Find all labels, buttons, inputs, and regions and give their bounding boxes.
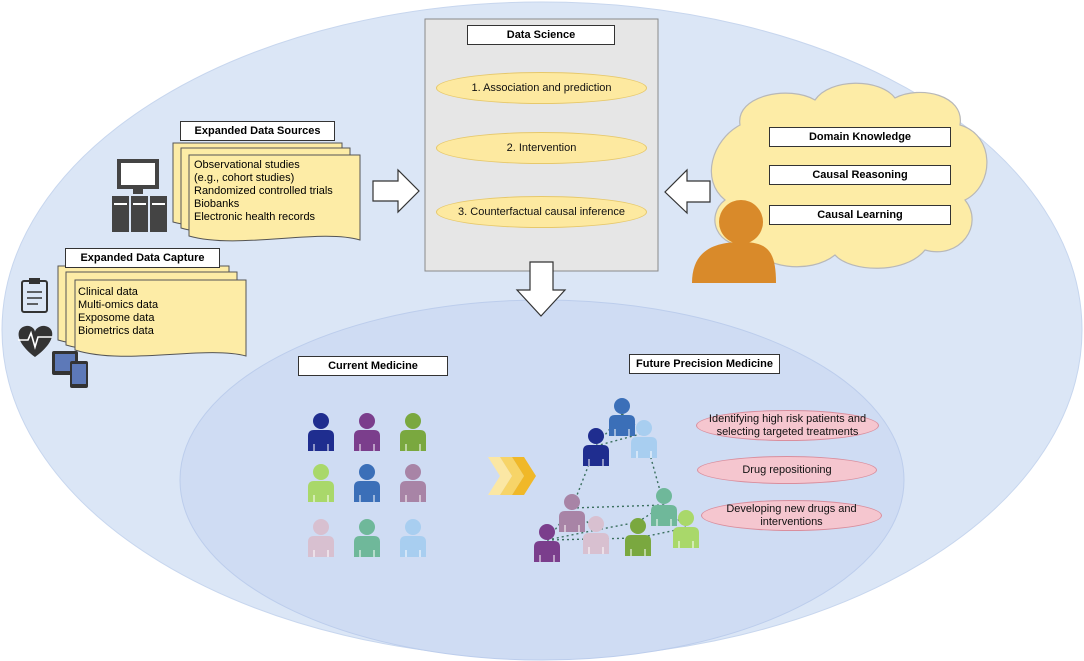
sources-line: Randomized controlled trials xyxy=(194,185,333,197)
people-layer xyxy=(308,398,699,562)
capture-document-stack xyxy=(57,265,247,357)
domain-knowledge-box: Domain Knowledge xyxy=(769,127,951,147)
future-patient-icon xyxy=(559,494,585,532)
current-patient-icon xyxy=(354,519,380,557)
person-icon xyxy=(692,200,776,283)
current-patient-icon xyxy=(308,464,334,502)
sources-document-stack xyxy=(172,142,361,242)
sources-title: Expanded Data Sources xyxy=(180,121,335,141)
capture-list: Clinical data Multi-omics data Exposome … xyxy=(78,286,238,338)
capture-title: Expanded Data Capture xyxy=(65,248,220,268)
current-patient-icon xyxy=(354,464,380,502)
capture-line: Clinical data xyxy=(78,286,138,298)
sources-line: Electronic health records xyxy=(194,211,316,223)
arrow-down-icon xyxy=(515,261,567,317)
data-science-item-counterfactual: 3. Counterfactual causal inference xyxy=(436,196,647,228)
capture-line: Multi-omics data xyxy=(78,299,159,311)
tablet-phone-icon xyxy=(52,351,88,388)
current-patient-icon xyxy=(354,413,380,451)
current-patient-icon xyxy=(400,519,426,557)
arrow-left-icon xyxy=(664,168,711,215)
sources-line: (e.g., cohort studies) xyxy=(194,172,295,184)
chevron-triple-icon xyxy=(488,457,536,495)
future-patient-icon xyxy=(625,518,651,556)
sources-line: Observational studies xyxy=(194,159,300,171)
future-patient-icon xyxy=(583,428,609,466)
current-patient-icon xyxy=(308,519,334,557)
data-science-item-association: 1. Association and prediction xyxy=(436,72,647,104)
current-patient-icon xyxy=(308,413,334,451)
future-patient-icon xyxy=(651,488,677,526)
future-patient-icon xyxy=(631,420,657,458)
current-medicine-title: Current Medicine xyxy=(298,356,448,376)
future-patient-icon xyxy=(609,398,635,436)
arrow-right-icon xyxy=(372,168,420,214)
heart-ecg-icon xyxy=(18,325,53,357)
future-patient-icon xyxy=(534,524,560,562)
future-patient-icon xyxy=(673,510,699,548)
outcome-new-drugs: Developing new drugs and interventions xyxy=(701,500,882,531)
causal-reasoning-box: Causal Reasoning xyxy=(769,165,951,185)
clipboard-icon xyxy=(21,278,48,313)
future-medicine-title: Future Precision Medicine xyxy=(629,354,780,374)
sources-list: Observational studies (e.g., cohort stud… xyxy=(194,159,359,224)
sources-line: Biobanks xyxy=(194,198,240,210)
computer-server-icon xyxy=(112,159,167,232)
future-patient-icon xyxy=(583,516,609,554)
outcome-targeted-treatment: Identifying high risk patients and selec… xyxy=(696,410,879,441)
outcome-drug-repositioning: Drug repositioning xyxy=(697,456,877,484)
capture-line: Exposome data xyxy=(78,312,155,324)
data-science-item-intervention: 2. Intervention xyxy=(436,132,647,164)
current-patient-icon xyxy=(400,464,426,502)
capture-line: Biometrics data xyxy=(78,325,154,337)
data-science-title: Data Science xyxy=(467,25,615,45)
current-patient-icon xyxy=(400,413,426,451)
causal-learning-box: Causal Learning xyxy=(769,205,951,225)
